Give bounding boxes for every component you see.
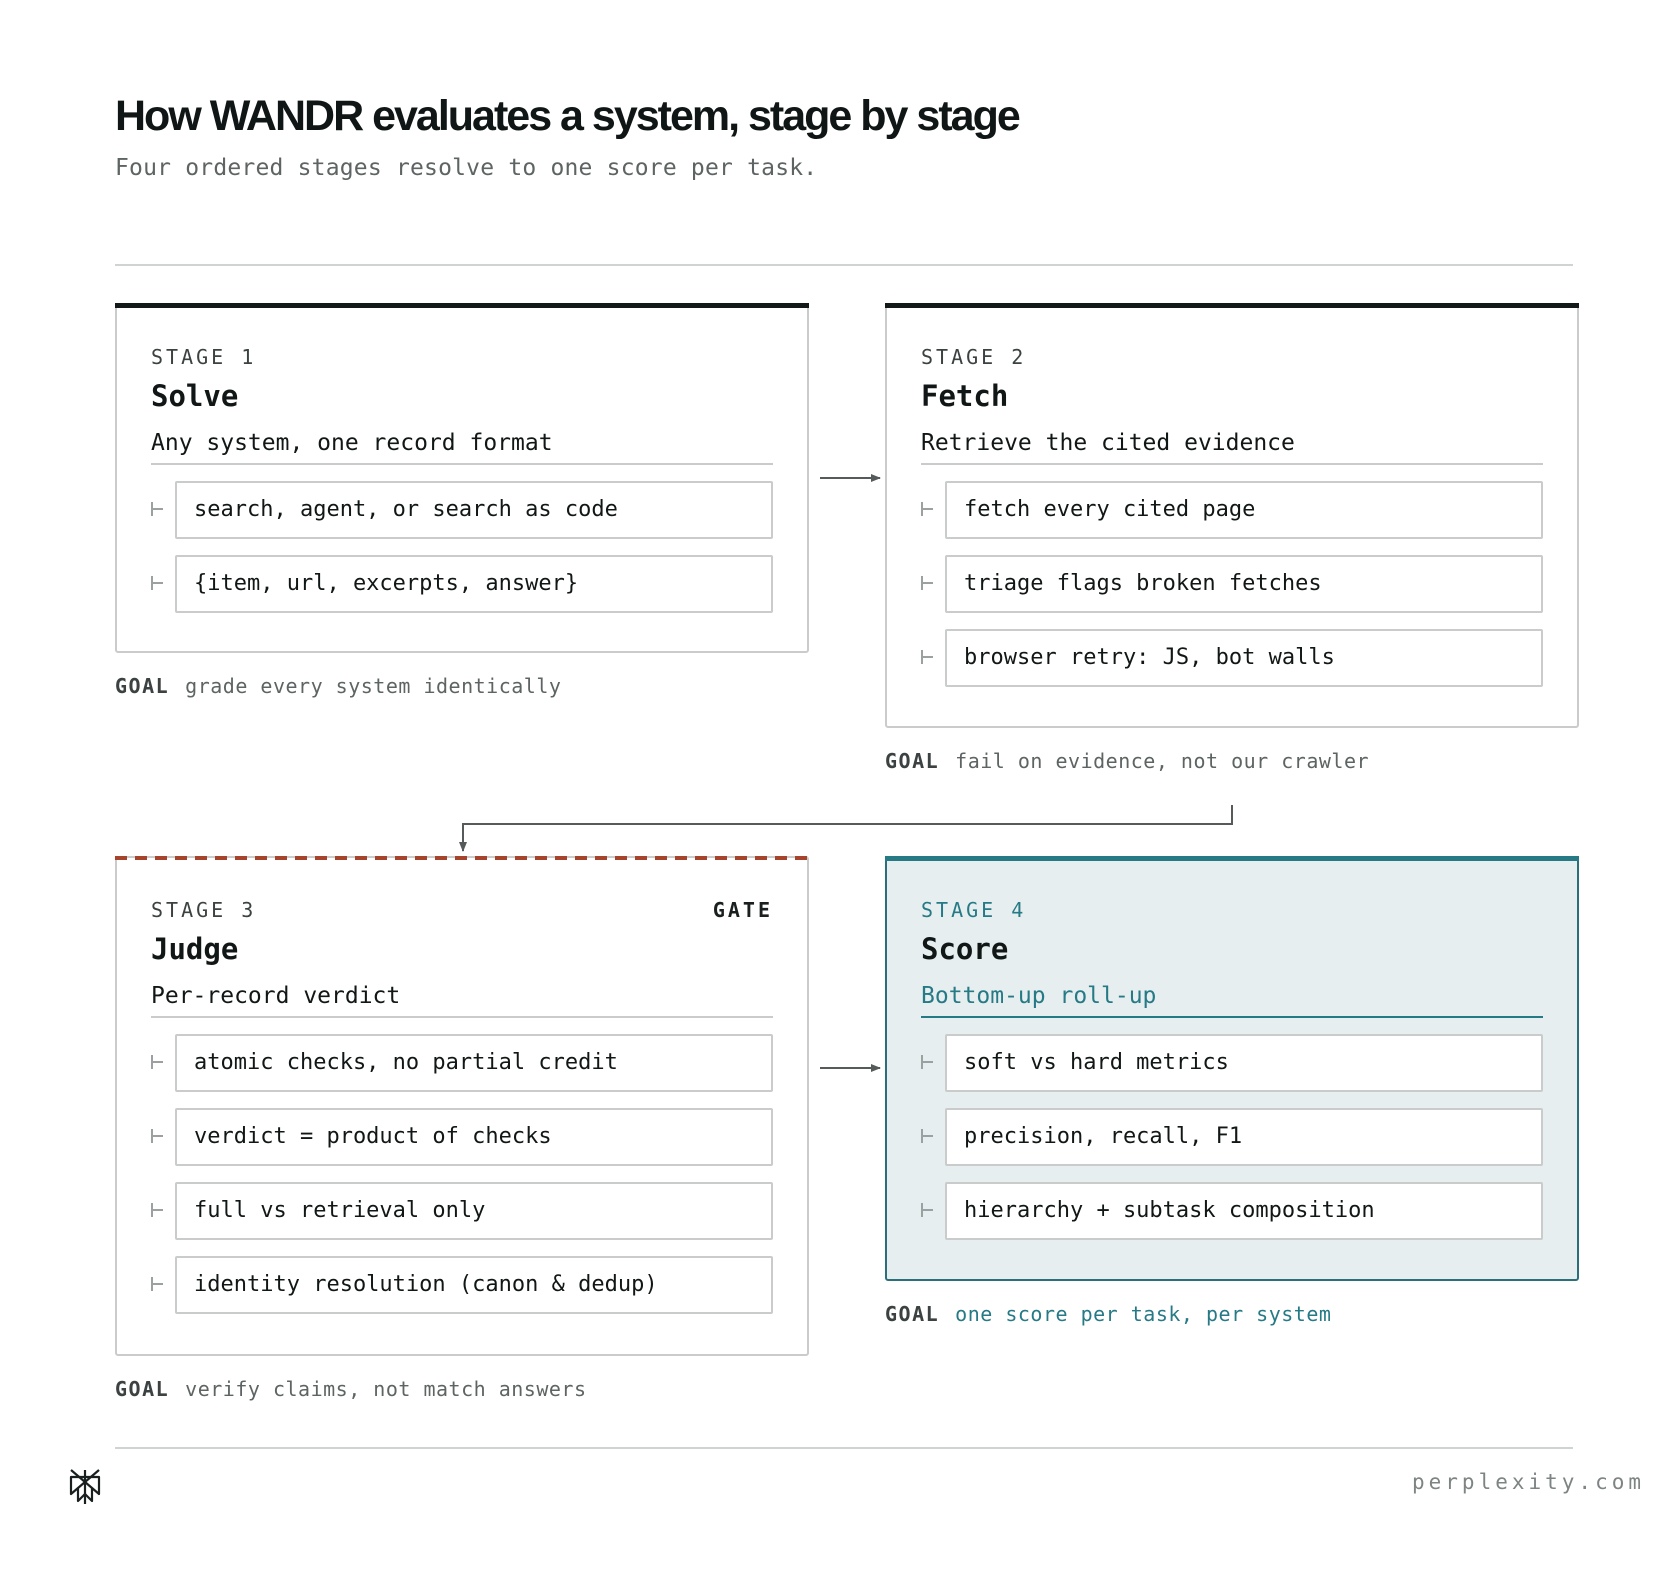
description-divider — [151, 463, 773, 465]
stage-item-box: verdict = product of checks — [175, 1108, 773, 1166]
stage-item: search, agent, or search as code — [151, 481, 773, 539]
description-divider — [151, 1016, 773, 1018]
goal-label: GOAL — [885, 749, 940, 773]
stage-item-box: soft vs hard metrics — [945, 1034, 1543, 1092]
stage-label: STAGE 1 — [151, 345, 257, 369]
stage-item-box: full vs retrieval only — [175, 1182, 773, 1240]
description-divider — [921, 463, 1543, 465]
branch-tick-icon — [151, 502, 163, 516]
stage-item: triage flags broken fetches — [921, 555, 1543, 613]
stage-description: Per-record verdict — [151, 983, 401, 1009]
stage-card-score: STAGE 4 Score Bottom-up roll-up soft vs … — [885, 856, 1579, 1281]
stage-goal-judge: GOAL verify claims, not match answers — [115, 1377, 586, 1401]
stage-item: precision, recall, F1 — [921, 1108, 1543, 1166]
footer-divider — [115, 1447, 1573, 1449]
branch-tick-icon — [151, 1203, 163, 1217]
stage-item: verdict = product of checks — [151, 1108, 773, 1166]
footer-site-text: perplexity.com — [1412, 1470, 1646, 1494]
branch-tick-icon — [921, 576, 933, 590]
stage-item: soft vs hard metrics — [921, 1034, 1543, 1092]
branch-tick-icon — [151, 1055, 163, 1069]
stage-item-list: atomic checks, no partial credit verdict… — [151, 1034, 773, 1330]
stage-description: Bottom-up roll-up — [921, 983, 1157, 1009]
goal-text: grade every system identically — [185, 674, 562, 698]
goal-text: verify claims, not match answers — [185, 1377, 587, 1401]
stage-item-box: browser retry: JS, bot walls — [945, 629, 1543, 687]
stage-description: Retrieve the cited evidence — [921, 430, 1295, 456]
stage-item: full vs retrieval only — [151, 1182, 773, 1240]
goal-text: fail on evidence, not our crawler — [955, 749, 1370, 773]
stage-goal-solve: GOAL grade every system identically — [115, 674, 561, 698]
stage-item: browser retry: JS, bot walls — [921, 629, 1543, 687]
stage-item-box: fetch every cited page — [945, 481, 1543, 539]
branch-tick-icon — [921, 1055, 933, 1069]
stage-card-judge: STAGE 3 GATE Judge Per-record verdict at… — [115, 856, 809, 1356]
stage-item: {item, url, excerpts, answer} — [151, 555, 773, 613]
page-title: How WANDR evaluates a system, stage by s… — [115, 92, 1021, 140]
stage-card-solve: STAGE 1 Solve Any system, one record for… — [115, 303, 809, 653]
stage-top-bar — [885, 856, 1579, 861]
branch-tick-icon — [921, 650, 933, 664]
stage-item: atomic checks, no partial credit — [151, 1034, 773, 1092]
stage-item: fetch every cited page — [921, 481, 1543, 539]
stage-top-bar — [885, 303, 1579, 308]
gate-dashed-bar — [115, 856, 809, 860]
goal-text: one score per task, per system — [955, 1302, 1332, 1326]
stage-name: Score — [921, 932, 1009, 966]
stage-goal-fetch: GOAL fail on evidence, not our crawler — [885, 749, 1369, 773]
stage-item-box: triage flags broken fetches — [945, 555, 1543, 613]
goal-label: GOAL — [885, 1302, 940, 1326]
stage-item-box: atomic checks, no partial credit — [175, 1034, 773, 1092]
stage-goal-score: GOAL one score per task, per system — [885, 1302, 1331, 1326]
stage-label: STAGE 4 — [921, 898, 1027, 922]
stage-item-box: identity resolution (canon & dedup) — [175, 1256, 773, 1314]
stage-item: identity resolution (canon & dedup) — [151, 1256, 773, 1314]
branch-tick-icon — [151, 1129, 163, 1143]
stage-top-bar — [115, 303, 809, 308]
goal-label: GOAL — [115, 674, 170, 698]
stage-name: Fetch — [921, 379, 1009, 413]
stage-label: STAGE 3 — [151, 898, 257, 922]
branch-tick-icon — [921, 1203, 933, 1217]
stage-item-box: search, agent, or search as code — [175, 481, 773, 539]
stage-item-list: search, agent, or search as code {item, … — [151, 481, 773, 629]
stage-item: hierarchy + subtask composition — [921, 1182, 1543, 1240]
branch-tick-icon — [151, 1277, 163, 1291]
stage-name: Solve — [151, 379, 239, 413]
stage-label: STAGE 2 — [921, 345, 1027, 369]
stage-item-list: fetch every cited page triage flags brok… — [921, 481, 1543, 703]
description-divider — [921, 1016, 1543, 1018]
arrow-fetch-to-judge — [459, 805, 1233, 852]
stage-item-box: precision, recall, F1 — [945, 1108, 1543, 1166]
stage-item-list: soft vs hard metrics precision, recall, … — [921, 1034, 1543, 1256]
stage-description: Any system, one record format — [151, 430, 553, 456]
goal-label: GOAL — [115, 1377, 170, 1401]
branch-tick-icon — [921, 502, 933, 516]
page-subtitle: Four ordered stages resolve to one score… — [115, 155, 818, 181]
stage-item-box: hierarchy + subtask composition — [945, 1182, 1543, 1240]
stage-item-box: {item, url, excerpts, answer} — [175, 555, 773, 613]
perplexity-logo-icon — [69, 1469, 101, 1504]
branch-tick-icon — [921, 1129, 933, 1143]
branch-tick-icon — [151, 576, 163, 590]
stage-name: Judge — [151, 932, 239, 966]
stage-card-fetch: STAGE 2 Fetch Retrieve the cited evidenc… — [885, 303, 1579, 728]
header-divider — [115, 264, 1573, 266]
gate-badge: GATE — [712, 898, 773, 922]
